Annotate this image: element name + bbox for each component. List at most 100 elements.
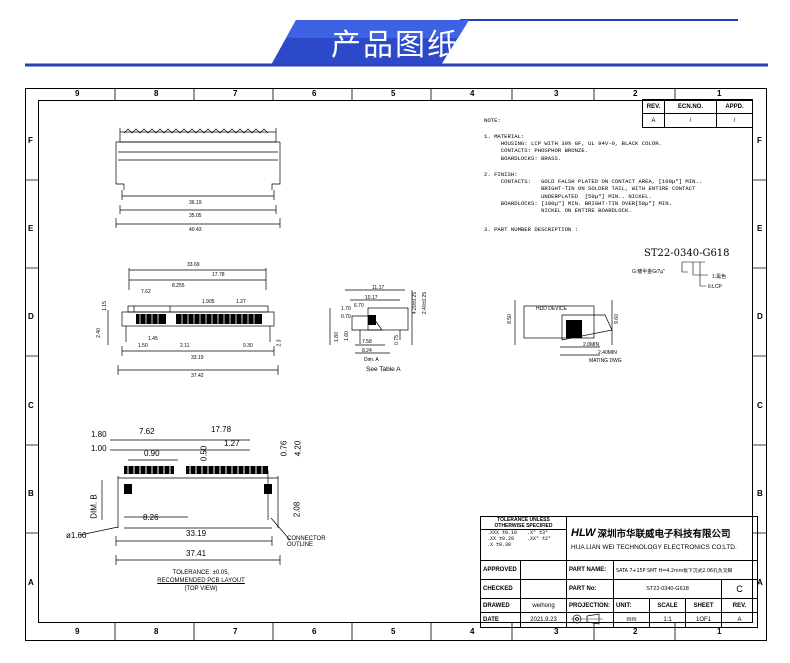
front-dim-i: 1.45 (148, 336, 158, 342)
side-dim-b: 10.17 (365, 295, 378, 301)
zone-col-top-6: 6 (312, 89, 317, 98)
part-name-label: PART NAME: (566, 560, 614, 580)
pcb-dim-c: 7.62 (139, 427, 155, 436)
zone-col-top-9: 9 (75, 89, 80, 98)
part-number-one-label: 1:黑色 (712, 274, 727, 280)
revision-table: REV. ECN.NO. APPD. A / / (642, 99, 753, 128)
tolerance-note-1: TOLERANCE: ±0.05, (172, 570, 230, 576)
front-dim-a: 33.69 (187, 262, 200, 268)
side-dim-m: 0.75 (393, 335, 400, 345)
mating-dim-c: 2.0MIN (583, 342, 600, 348)
banner-title: 产品图纸 (331, 28, 459, 63)
pcb-dim-o: ø1.60 (66, 531, 87, 540)
notes-part-desc: 3. PART NUMBER DESCRIPTION : (484, 226, 578, 233)
front-dim-g: 1.15 (101, 301, 108, 311)
side-dim-d: 1.70 (341, 306, 351, 312)
notes-material: 1. MATERIAL: HOUSING: LCP WITH 30% GF, U… (484, 133, 662, 162)
title-block: TOLERANCE UNLESS OTHERWISE SPECIFIED .XX… (480, 516, 758, 628)
tolerance-note-2: RECOMMENDED PCB LAYOUT (157, 578, 245, 584)
date-value: 2021.9.23 (520, 612, 567, 628)
mating-dim-e: MATING DWG (589, 358, 622, 364)
side-dim-c: 6.70 (354, 303, 364, 309)
tol-header: TOLERANCE UNLESS OTHERWISE SPECIFIED (481, 518, 566, 530)
tol-row-3: .X ±0.30 (487, 542, 512, 548)
header-banner (25, 19, 768, 67)
sheet-label: SHEET (685, 598, 722, 613)
tolerance-note-3: (TOP VIEW) (184, 586, 218, 592)
pcb-dim-h: 0.76 (279, 440, 289, 457)
company-name-cn: 深圳市华联威电子科技有限公司 (597, 529, 731, 540)
mating-dim-d: 2.40MIN (598, 350, 617, 356)
ang-row-2: .XX° ±2° (527, 536, 552, 542)
top-dim-3: 40.43 (189, 227, 202, 233)
notes-title: NOTE: (484, 117, 501, 124)
front-dim-j: 1.50 (138, 343, 148, 349)
zone-col-top-2: 2 (633, 89, 638, 98)
side-dim-f: 1.80 (333, 332, 340, 342)
unit-label: UNIT: (613, 598, 650, 613)
zone-col-top-8: 8 (154, 89, 159, 98)
part-no-value: ST22-0340-G618 (613, 579, 722, 599)
top-dim-1: 36.19 (189, 200, 202, 206)
pcb-dim-g: 0.50 (199, 445, 209, 462)
zone-row-left-F: F (28, 136, 33, 145)
scale-label: SCALE (649, 598, 686, 613)
front-dim-d: 8.255 (172, 283, 185, 289)
pcb-dim-f: 1.27 (224, 439, 240, 448)
front-dim-m: 2.3 (276, 339, 283, 347)
pcb-dim-b: 1.00 (91, 444, 107, 453)
zone-col-bottom-2: 2 (633, 627, 638, 636)
side-see-table: See Table A (366, 366, 401, 373)
zone-col-top-7: 7 (233, 89, 238, 98)
part-number-six-label: 6:LCP (708, 284, 722, 290)
rev-value: A (642, 113, 665, 128)
ecn-value: / (664, 113, 717, 128)
appd-value: / (716, 113, 753, 128)
zone-row-right-F: F (757, 136, 762, 145)
side-dim-j: 4.20±0.25 (412, 291, 419, 315)
pcb-dim-j: DIM. B (89, 494, 99, 519)
drawed-label: DRAWED (480, 598, 521, 613)
front-dim-b: 17.78 (212, 272, 225, 278)
pcb-dim-n: 37.41 (186, 549, 207, 558)
zone-col-bottom-4: 4 (470, 627, 475, 636)
company-name-en: HUA LIAN WEI TECHNOLOGY ELECTRONICS CO;L… (571, 544, 737, 551)
part-rev-letter: C (721, 579, 758, 599)
side-dim-h: 8.24 (362, 348, 372, 354)
mating-device: HDD DEVICE (536, 306, 567, 312)
side-dim-i: Dim. A (364, 357, 379, 363)
zone-col-bottom-7: 7 (233, 627, 238, 636)
drawer-value: weihong (520, 598, 567, 613)
unit-value: mm (613, 612, 650, 628)
part-name-value: SATA 7+15P SMT H=4.2mm板下沉式2.06孔负叉脚 (613, 560, 758, 580)
zone-col-bottom-3: 3 (554, 627, 559, 636)
mating-dim-a: 8.50 (506, 314, 513, 324)
zone-col-bottom-9: 9 (75, 627, 80, 636)
front-dim-f: 1.27 (236, 299, 246, 305)
rev-header: REV. (642, 99, 665, 114)
rev-value-block: A (721, 612, 758, 628)
zone-row-right-B: B (757, 489, 763, 498)
appd-header: APPD. (716, 99, 753, 114)
zone-col-bottom-6: 6 (312, 627, 317, 636)
side-dim-l: 1.60 (343, 331, 350, 341)
pcb-dim-m: 33.19 (186, 529, 207, 538)
zone-row-left-C: C (28, 401, 34, 410)
pcb-dim-k: 8.26 (143, 513, 159, 522)
front-dim-o: 37.42 (191, 373, 204, 379)
zone-row-left-B: B (28, 489, 34, 498)
sheet-value: 1OF1 (685, 612, 722, 628)
zone-row-left-E: E (28, 224, 34, 233)
pcb-dim-a: 1.80 (91, 430, 107, 439)
side-dim-a: 11.17 (372, 285, 385, 291)
front-dim-l: 0.30 (243, 343, 253, 349)
zone-row-left-A: A (28, 578, 34, 587)
tol-head-2: OTHERWISE SPECIFIED (494, 523, 553, 529)
top-dim-2: 35.05 (189, 213, 202, 219)
front-dim-c: 7.62 (141, 289, 151, 295)
part-number-g-label: G:镀半金G/7µ" (632, 269, 665, 275)
pcb-dim-l: 2.08 (292, 501, 302, 518)
rev-label: REV. (721, 598, 758, 613)
part-no-label: PART No: (566, 579, 614, 599)
notes-finish: 2. FINISH: CONTACTS: GOLD FALSH PLATED O… (484, 171, 703, 215)
